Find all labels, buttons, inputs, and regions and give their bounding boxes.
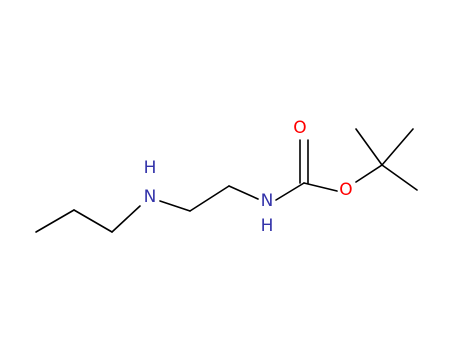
atom-n-carbamate-h: H: [261, 216, 274, 236]
bond-o-ester-quaternary-c: [355, 164, 383, 183]
atom-o-ester: O: [339, 180, 352, 200]
bond-n-carbamate-carbonyl-c: [275, 182, 305, 201]
bond-propyl-c1-c2: [35, 209, 75, 233]
bond-tbu-methyl-upper-right: [381, 128, 414, 166]
bond-c5-n-carbamate: [228, 185, 259, 200]
atom-n-amine: N: [144, 187, 157, 207]
bond-propyl-c2-c3: [73, 209, 113, 233]
bond-c3-n-amine: [111, 205, 141, 233]
bond-carbonyl-c-o-ester: [303, 182, 338, 192]
atom-o-carbonyl: O: [293, 118, 306, 138]
bond-layer: [35, 128, 418, 233]
atom-label-layer: H N N H O O: [144, 118, 353, 236]
bond-c4-c5: [189, 185, 230, 212]
atom-n-amine-h: H: [144, 158, 157, 178]
atom-n-carbamate: N: [261, 191, 274, 211]
bond-n-amine-c4: [159, 200, 191, 212]
bond-tbu-methyl-lower-right: [381, 164, 418, 191]
bond-tbu-methyl-upper-left: [355, 128, 383, 166]
